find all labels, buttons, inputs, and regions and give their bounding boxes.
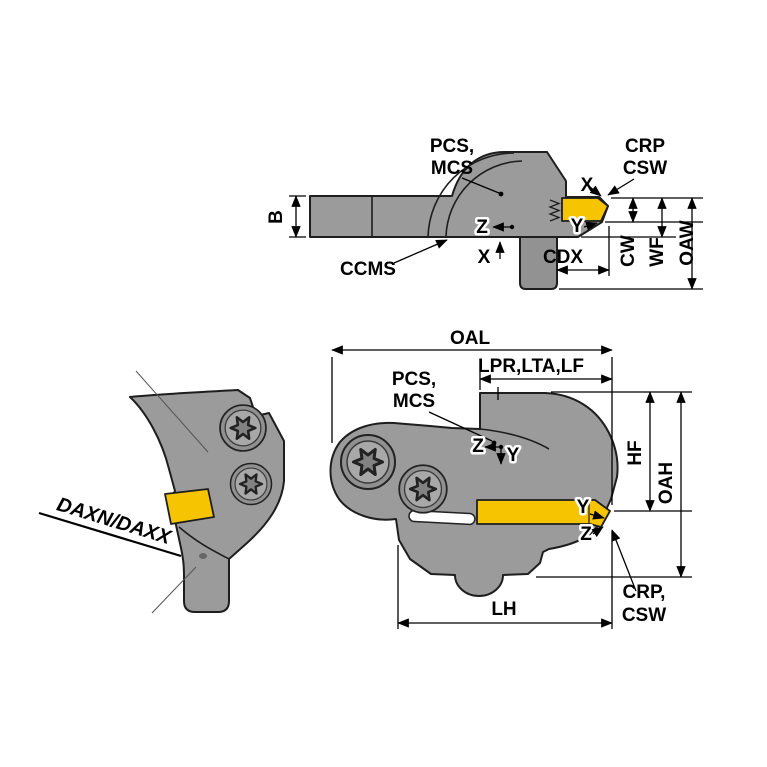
front-tip-label-y: Y — [577, 497, 590, 518]
torx-screw-lower — [229, 462, 273, 506]
front-pcs-mcs-line2: MCS — [393, 391, 435, 412]
pcs-reference-dot — [498, 191, 504, 197]
front-view: OAL LPR,LTA,LF PCS, MCS Z Y HF OAH Y Z C… — [329, 328, 692, 629]
tool-leg-shape — [519, 237, 558, 290]
crp-csw-label-line1: CRP — [625, 136, 665, 157]
dim-label-oaw: OAW — [677, 220, 698, 265]
front-pcs-mcs-line1: PCS, — [392, 369, 436, 390]
daxn-daxx-label: DAXN/DAXX — [54, 494, 175, 550]
dim-label-cdx: CDX — [543, 247, 583, 268]
dim-label-oal: OAL — [450, 328, 491, 349]
dim-label-lpr-lta-lf: LPR,LTA,LF — [478, 356, 584, 377]
front-crp-csw-line2: CSW — [622, 605, 666, 626]
front-body-shape — [329, 392, 619, 597]
section-line-upper — [135, 370, 209, 453]
front-tip-label-z: Z — [580, 524, 592, 545]
left-profile-view: DAXN/DAXX — [38, 370, 285, 614]
front-crp-csw-line1: CRP, — [623, 582, 666, 603]
axis-label-x-tip: X — [581, 175, 594, 196]
dim-label-wf: WF — [647, 237, 668, 267]
dim-label-b: B — [266, 210, 287, 224]
crp-csw-label-line2: CSW — [623, 158, 667, 179]
flex-slot — [408, 509, 476, 526]
axis-label-z: Z — [476, 217, 488, 238]
section-line-lower — [151, 566, 197, 614]
cutting-insert-top — [561, 197, 609, 222]
origin-dot — [509, 224, 515, 230]
front-inner-contour — [479, 428, 550, 450]
torx-screw-left — [339, 433, 397, 491]
daxn-underline — [38, 511, 182, 558]
front-pcs-dot — [491, 440, 497, 446]
pcs-mcs-label-line1: PCS, — [430, 136, 474, 157]
serration-lines — [548, 199, 561, 222]
front-axis-label-y: Y — [507, 445, 520, 466]
dim-label-hf: HF — [625, 440, 646, 465]
cutting-insert-front — [476, 499, 611, 528]
torx-screw-upper — [218, 403, 268, 453]
dim-label-cw: CW — [618, 235, 639, 267]
axis-label-y-ref: Y — [571, 216, 584, 237]
top-side-view: B PCS, MCS CRP CSW X Y Z X CCMS CDX CW — [266, 136, 703, 290]
pcs-mcs-label-line2: MCS — [431, 158, 473, 179]
dim-label-oah: OAH — [656, 462, 677, 504]
clamp-arc-inner — [445, 160, 523, 238]
axis-label-x: X — [478, 247, 491, 268]
cutting-insert-profile — [164, 488, 215, 525]
profile-small-hole — [199, 553, 207, 559]
clamp-arc-outer — [427, 152, 515, 238]
torx-screw-right — [397, 463, 449, 515]
front-axis-label-z: Z — [472, 436, 484, 457]
dim-label-lh: LH — [491, 599, 516, 620]
profile-inner-edge — [178, 526, 230, 560]
ccms-label: CCMS — [340, 259, 396, 280]
